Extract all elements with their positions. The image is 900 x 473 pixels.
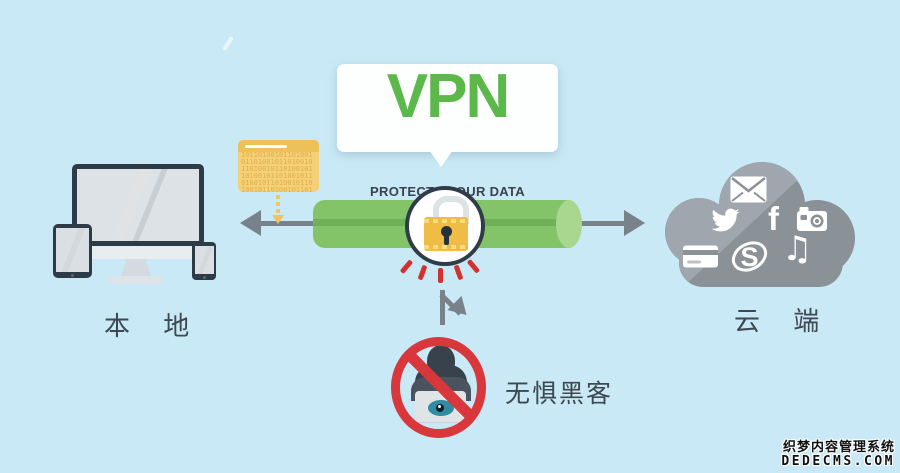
twitter-icon xyxy=(711,208,740,232)
phone-screen xyxy=(194,246,214,274)
lock-stripe xyxy=(424,219,468,223)
right-arrow-head-icon xyxy=(624,210,645,236)
cloud-label: 云 端 xyxy=(734,306,833,336)
alert-ray xyxy=(399,259,413,274)
tablet-screen xyxy=(56,228,89,272)
deflect-arrow-head-icon xyxy=(447,295,474,323)
skype-icon: S xyxy=(731,241,768,272)
alert-ray xyxy=(466,259,480,274)
skype-letter: S xyxy=(740,242,758,272)
lock-shackle xyxy=(433,196,469,224)
dotted-arrow-head-icon xyxy=(272,215,284,224)
monitor xyxy=(72,164,204,246)
vpn-title: VPN xyxy=(386,62,510,131)
no-hacker-sign xyxy=(391,337,486,438)
binary-text: 1011010010110100101101001011010010110100… xyxy=(241,152,313,192)
email-icon xyxy=(730,176,767,203)
lock-badge xyxy=(405,186,485,266)
prohibition-ring-icon xyxy=(391,337,486,438)
alert-ray xyxy=(438,268,443,283)
speech-bubble: VPN PROTECTS YOUR DATA xyxy=(337,62,558,199)
cloud: f S ♫ xyxy=(665,160,857,290)
keyhole-icon xyxy=(440,226,452,237)
monitor-stand-neck xyxy=(121,259,151,276)
phone xyxy=(192,242,216,280)
alert-ray xyxy=(453,264,463,281)
credit-card-icon xyxy=(683,245,718,268)
watermark-line1: 织梦内容管理系统 xyxy=(782,439,895,454)
dotted-arrow-dot xyxy=(276,209,280,213)
left-arrow-line xyxy=(258,221,315,226)
watermark-line2: DEDECMS.COM xyxy=(781,454,895,469)
alert-ray xyxy=(417,264,427,281)
music-note-icon: ♫ xyxy=(782,229,813,269)
left-arrow-head-icon xyxy=(240,210,261,236)
monitor-screen xyxy=(77,169,199,241)
keyhole-stem xyxy=(443,234,449,245)
vpn-tunnel-cap xyxy=(556,200,582,248)
phone-home-button xyxy=(202,275,206,279)
data-packet: 1011010010110100101101001011010010110100… xyxy=(238,140,319,192)
lock-stripe xyxy=(424,245,468,249)
tablet xyxy=(53,224,92,278)
right-arrow-line xyxy=(566,221,626,226)
speech-bubble-tail xyxy=(429,150,453,167)
facebook-icon: f xyxy=(768,200,779,237)
monitor-chin xyxy=(72,246,204,259)
lock-icon xyxy=(424,217,468,251)
deflect-arrow-shaft xyxy=(440,290,445,325)
background-streak xyxy=(222,36,234,51)
dotted-arrow-dot xyxy=(276,202,280,206)
local-label: 本 地 xyxy=(104,311,203,341)
camera-icon xyxy=(797,207,827,231)
hacker-label: 无惧黑客 xyxy=(505,380,614,408)
watermark: 织梦内容管理系统 DEDECMS.COM xyxy=(781,439,895,470)
tablet-home-button xyxy=(71,273,74,277)
monitor-stand-base xyxy=(110,276,162,284)
dotted-arrow-dot xyxy=(276,195,280,199)
data-packet-title-line xyxy=(245,144,287,148)
